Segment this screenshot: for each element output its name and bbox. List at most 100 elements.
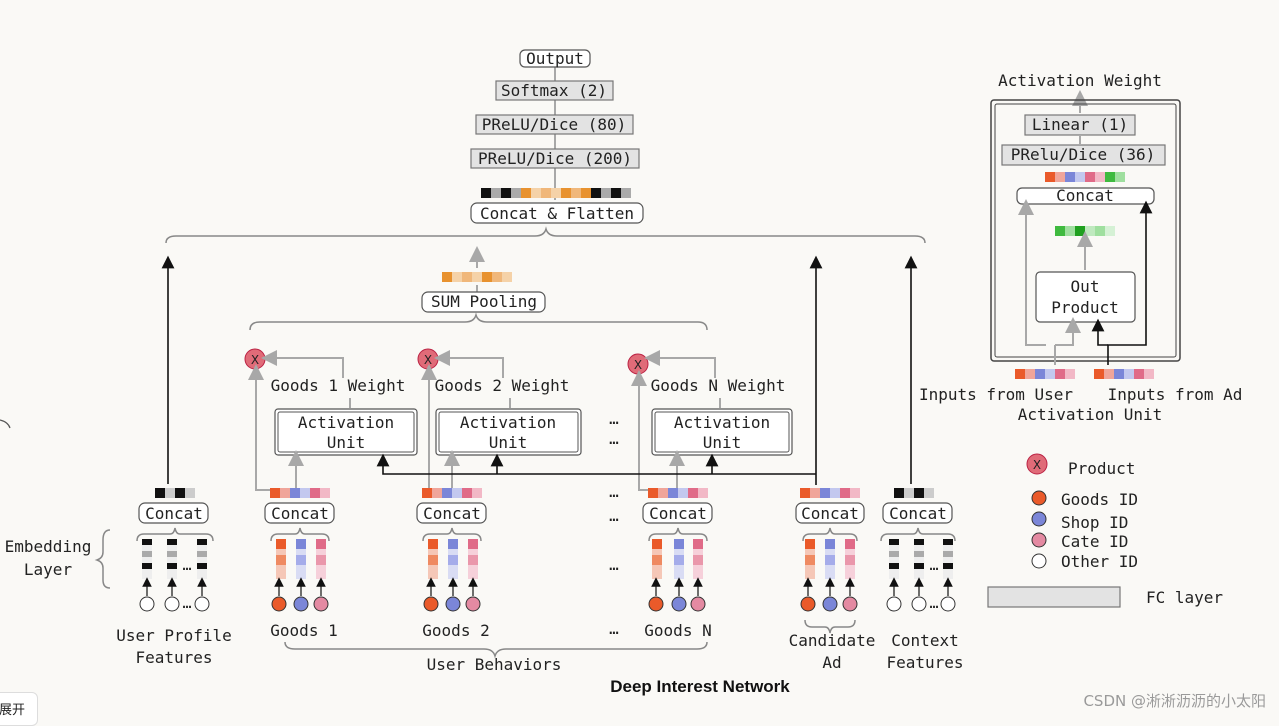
user-profile-label: User Profile (116, 626, 232, 645)
prelu200-box (470, 148, 640, 169)
svg-text:…: … (609, 482, 619, 501)
prelu80-label: PReLU/Dice (80) (482, 115, 627, 134)
prelu200-label: PReLU/Dice (200) (478, 149, 632, 168)
behavior-goods-2: X Goods 2 Weight Activation Unit (417, 348, 582, 491)
user-input-strip (1015, 369, 1075, 379)
activation-unit-1 (274, 408, 418, 456)
context-column: Concat … … Context Features (880, 488, 964, 672)
ad-input-strip (1094, 369, 1154, 379)
diagram-title: Deep Interest Network (610, 677, 790, 696)
svg-text:Concat: Concat (145, 504, 203, 523)
softmax-label: Softmax (2) (501, 81, 607, 100)
activation-unit-panel: Activation Weight Linear (1) PRelu/Dice … (919, 71, 1242, 424)
legend-goods-id: Goods ID (1061, 490, 1138, 509)
concat-flatten-box (470, 202, 644, 224)
embedding-bars (142, 539, 207, 579)
sum-pooling-box (421, 291, 546, 313)
goods-n-column: Concat Goods N (642, 488, 713, 640)
goods-1-column: Concat Goods 1 (264, 488, 338, 640)
panel-concat-strip (1045, 172, 1125, 182)
svg-text:Ad: Ad (822, 653, 841, 672)
svg-text:Concat: Concat (271, 504, 329, 523)
legend-other-id: Other ID (1061, 552, 1138, 571)
svg-text:Features: Features (886, 653, 963, 672)
concat-box (882, 502, 953, 524)
goods-n-label: Goods N (644, 621, 711, 640)
ellipsis-au-1: … (609, 409, 619, 428)
goods-1-label: Goods 1 (270, 621, 337, 640)
concat-box (642, 502, 713, 524)
pooling-brace (249, 312, 708, 331)
pooling-output-strip (442, 272, 512, 282)
behavior-goods-1: X Goods 1 Weight Activation Unit (244, 348, 418, 491)
top-brace (165, 226, 926, 244)
candidate-ad-links (161, 255, 918, 485)
svg-text:Concat: Concat (1056, 186, 1114, 205)
prelu80-box (475, 114, 634, 135)
svg-text:…: … (182, 556, 191, 574)
legend-shop-id: Shop ID (1061, 513, 1128, 532)
legend-cate-id: Cate ID (1061, 532, 1128, 551)
fc-layer-swatch (987, 586, 1121, 608)
goods-2-label: Goods 2 (422, 621, 489, 640)
svg-text:Features: Features (135, 648, 212, 667)
candidate-ad-column: Concat Candidate Ad (789, 488, 876, 672)
svg-text:…: … (609, 619, 619, 638)
svg-text:Unit: Unit (489, 433, 528, 452)
embedding-layer-label: Embedding (5, 537, 92, 556)
cate-id-icon (1031, 532, 1047, 548)
goods-n-weight-label: Goods N Weight (651, 376, 786, 395)
svg-text:Activation: Activation (298, 413, 394, 432)
embedding-brace (94, 529, 111, 589)
output-box (519, 49, 591, 68)
legend-product: Product (1068, 459, 1135, 478)
activation-unit-n (651, 408, 793, 456)
behavior-goods-n: X Goods N Weight Activation Unit (627, 350, 793, 491)
context-label: Context (891, 631, 958, 650)
sum-pooling-group: SUM Pooling (249, 246, 708, 331)
svg-text:Product: Product (1051, 298, 1118, 317)
svg-text:…: … (609, 555, 619, 574)
goods-2-weight-label: Goods 2 Weight (435, 376, 570, 395)
svg-text:Unit: Unit (703, 433, 742, 452)
svg-text:…: … (929, 556, 938, 574)
svg-text:…: … (182, 594, 191, 612)
panel-product-strip (1055, 226, 1115, 236)
prelu-box (1001, 144, 1166, 166)
concat-box (416, 502, 487, 524)
svg-text:X: X (634, 358, 642, 372)
candidate-ad-label: Candidate (789, 631, 876, 650)
panel-concat-box (1016, 187, 1155, 205)
svg-text:Concat: Concat (649, 504, 707, 523)
concat-feature-strip (481, 188, 631, 198)
user-behaviors-label: User Behaviors (427, 655, 562, 674)
activation-unit-caption: Activation Unit (1018, 405, 1163, 424)
user-profile-column: Concat … … User Profile Features (116, 488, 232, 667)
svg-text:Out: Out (1071, 277, 1100, 296)
svg-text:Concat: Concat (423, 504, 481, 523)
activation-unit-2 (435, 408, 582, 456)
linear-box (1024, 114, 1136, 136)
svg-text:Activation: Activation (674, 413, 770, 432)
expand-button[interactable]: 展开 (0, 692, 38, 726)
sum-pooling-label: SUM Pooling (431, 292, 537, 311)
goods-1-weight-label: Goods 1 Weight (271, 376, 406, 395)
concat-box (264, 502, 335, 524)
concat-box (795, 502, 865, 524)
svg-text:Layer: Layer (24, 560, 73, 579)
svg-text:X: X (1033, 458, 1041, 472)
goods-id-icon (1031, 490, 1047, 506)
concat-flatten-label: Concat & Flatten (480, 204, 634, 223)
goods-2-column: Concat Goods 2 (416, 488, 490, 640)
product-icon (1026, 453, 1048, 475)
legend-fc-layer: FC layer (1146, 588, 1223, 607)
other-id-icon (1031, 553, 1047, 569)
concat-box (138, 502, 209, 524)
inputs-user-label: Inputs from User (919, 385, 1073, 404)
svg-text:…: … (929, 594, 938, 612)
svg-text:Linear (1): Linear (1) (1032, 115, 1128, 134)
svg-text:X: X (251, 353, 259, 367)
legend: X Product Goods ID Shop ID Cate ID Other… (987, 453, 1223, 608)
shop-id-icon (1031, 511, 1047, 527)
user-behaviors-brace (284, 641, 708, 659)
